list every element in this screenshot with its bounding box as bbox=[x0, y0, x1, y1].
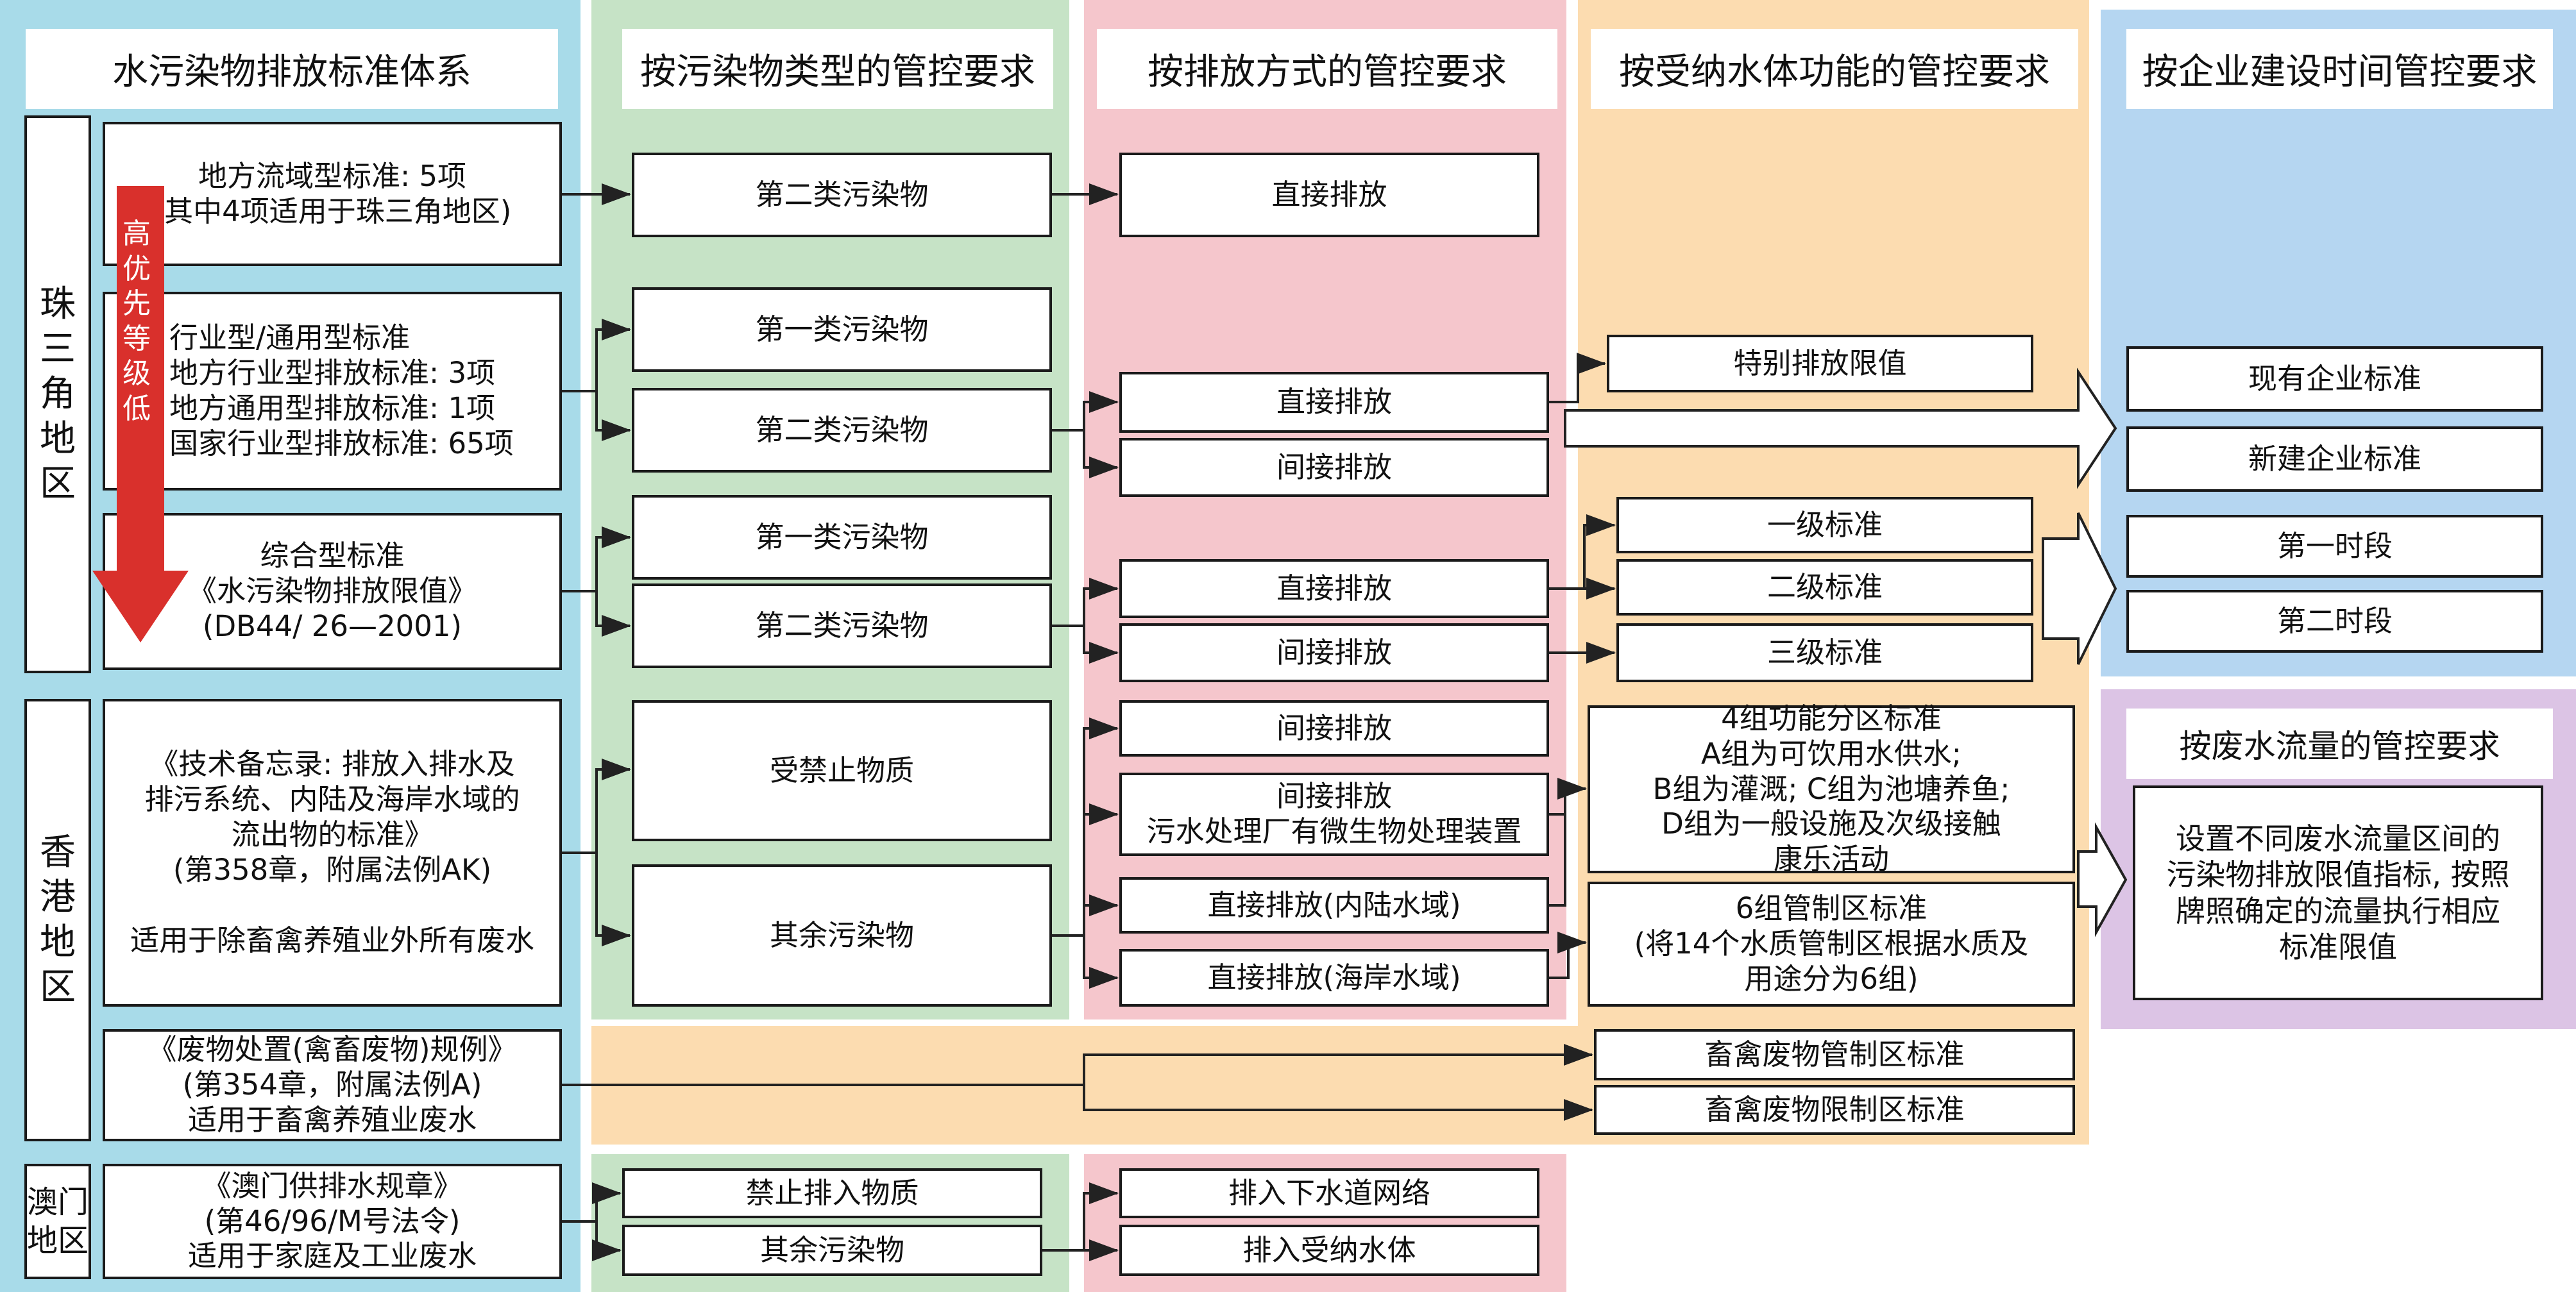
standard-hk-memo: 《技术备忘录: 排放入排水及 排污系统、内陆及海岸水域的 流出物的标准》 (第3… bbox=[103, 699, 562, 1007]
header-pollutant-type: 按污染物类型的管控要求 bbox=[622, 29, 1053, 109]
priority-arrow bbox=[92, 186, 189, 642]
standard-hk-livestock: 《废物处置(禽畜废物)规例》 (第354章，附属法例A) 适用于畜禽养殖业废水 bbox=[103, 1029, 562, 1141]
method-indirect-treatment-hk: 间接排放 污水处理厂有微生物处理装置 bbox=[1119, 773, 1549, 856]
priority-arrow-shape bbox=[92, 186, 189, 642]
priority-label: 高 优 先 等 级 低 bbox=[123, 217, 151, 425]
water-livestock-control: 畜禽废物管制区标准 bbox=[1594, 1029, 2075, 1080]
pollutant-class2-industry: 第二类污染物 bbox=[632, 388, 1052, 473]
pollutant-other-macau: 其余污染物 bbox=[622, 1225, 1042, 1276]
standard-industry-general: 行业型/通用型标准 地方行业型排放标准: 3项 地方通用型排放标准: 1项 国家… bbox=[103, 292, 562, 491]
time-existing-enterprise: 现有企业标准 bbox=[2126, 346, 2543, 412]
water-hk-6-group: 6组管制区标准 (将14个水质管制区根据水质及 用途分为6组) bbox=[1588, 882, 2075, 1007]
pollutant-class1-industry: 第一类污染物 bbox=[632, 287, 1052, 372]
big-arrow-to-period bbox=[2042, 512, 2117, 665]
big-arrow-to-flow bbox=[2077, 822, 2128, 937]
region-prd: 珠 三 角 地 区 bbox=[24, 115, 91, 673]
header-wastewater-flow: 按废水流量的管控要求 bbox=[2126, 709, 2553, 779]
standard-comprehensive: 综合型标准 《水污染物排放限值》 (DB44/ 26—2001) bbox=[103, 513, 562, 670]
water-hk-4-group: 4组功能分区标准 A组为可饮用水供水; B组为灌溉; C组为池塘养鱼; D组为一… bbox=[1588, 701, 2075, 876]
standard-macau: 《澳门供排水规章》 (第46/96/M号法令) 适用于家庭及工业废水 bbox=[103, 1164, 562, 1279]
method-indirect-industry: 间接排放 bbox=[1119, 438, 1549, 497]
flow-standard: 设置不同废水流量区间的 污染物排放限值指标, 按照 牌照确定的流量执行相应 标准… bbox=[2133, 785, 2543, 1000]
time-period1: 第一时段 bbox=[2126, 515, 2543, 578]
water-livestock-restrict: 畜禽废物限制区标准 bbox=[1594, 1085, 2075, 1135]
standard-basin: 地方流域型标准: 5项 (其中4项适用于珠三角地区) bbox=[103, 122, 562, 266]
method-indirect-comprehensive: 间接排放 bbox=[1119, 623, 1549, 682]
water-grade2: 二级标准 bbox=[1616, 559, 2033, 616]
header-build-time: 按企业建设时间管控要求 bbox=[2126, 29, 2553, 109]
method-direct-coastal-hk: 直接排放(海岸水域) bbox=[1119, 949, 1549, 1007]
pollutant-class2-basin: 第二类污染物 bbox=[632, 153, 1052, 237]
pollutant-class2-comprehensive: 第二类污染物 bbox=[632, 583, 1052, 668]
time-new-enterprise: 新建企业标准 bbox=[2126, 426, 2543, 492]
region-macau: 澳门 地区 bbox=[24, 1164, 91, 1279]
pollutant-class1-comprehensive: 第一类污染物 bbox=[632, 495, 1052, 580]
region-hk: 香 港 地 区 bbox=[24, 699, 91, 1141]
method-direct-basin: 直接排放 bbox=[1119, 153, 1539, 237]
header-system: 水污染物排放标准体系 bbox=[26, 29, 558, 109]
header-water-function: 按受纳水体功能的管控要求 bbox=[1591, 29, 2078, 109]
method-receiving-water-macau: 排入受纳水体 bbox=[1119, 1225, 1539, 1276]
pollutant-prohibited-hk: 受禁止物质 bbox=[632, 700, 1052, 841]
pollutant-other-hk: 其余污染物 bbox=[632, 864, 1052, 1007]
header-discharge-method: 按排放方式的管控要求 bbox=[1097, 29, 1557, 109]
method-direct-inland-hk: 直接排放(内陆水域) bbox=[1119, 877, 1549, 934]
method-sewer-macau: 排入下水道网络 bbox=[1119, 1168, 1539, 1218]
method-direct-comprehensive: 直接排放 bbox=[1119, 559, 1549, 618]
method-direct-industry: 直接排放 bbox=[1119, 372, 1549, 433]
water-grade3: 三级标准 bbox=[1616, 623, 2033, 682]
method-indirect-hk: 间接排放 bbox=[1119, 700, 1549, 757]
water-special-limit: 特别排放限值 bbox=[1607, 335, 2033, 392]
pollutant-prohibited-macau: 禁止排入物质 bbox=[622, 1168, 1042, 1218]
big-arrow-to-enterprise bbox=[1564, 367, 2117, 489]
time-period2: 第二时段 bbox=[2126, 590, 2543, 653]
water-grade1: 一级标准 bbox=[1616, 497, 2033, 553]
